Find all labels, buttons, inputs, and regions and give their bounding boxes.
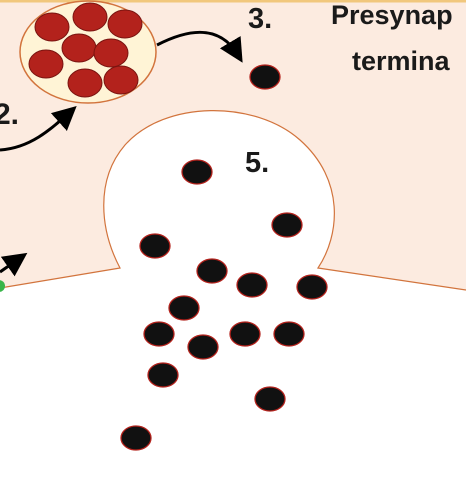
black-vesicle <box>143 321 175 347</box>
red-vesicle <box>67 68 103 98</box>
red-vesicle <box>28 49 64 79</box>
black-vesicle <box>296 274 328 300</box>
black-vesicle <box>236 272 268 298</box>
black-vesicle <box>196 258 228 284</box>
red-vesicle <box>61 33 97 63</box>
membrane-outline <box>0 110 466 291</box>
title-line-2: termina <box>352 46 451 76</box>
red-vesicle <box>107 9 143 39</box>
red-vesicle <box>34 12 70 42</box>
black-vesicle <box>254 386 286 412</box>
red-vesicle <box>93 38 129 68</box>
green-receptor <box>0 280 5 292</box>
black-vesicle <box>120 425 152 451</box>
black-vesicle <box>249 64 281 90</box>
step-3-label: 3. <box>248 3 272 35</box>
black-vesicle <box>229 321 261 347</box>
arrow-release <box>156 30 243 63</box>
step-2-label: 2. <box>0 98 19 131</box>
red-vesicle <box>72 2 108 32</box>
red-vesicle <box>103 65 139 95</box>
black-vesicle <box>147 362 179 388</box>
black-vesicle <box>181 159 213 185</box>
black-vesicle <box>139 233 171 259</box>
red-vesicles <box>28 2 143 98</box>
step-5-label: 5. <box>245 147 269 179</box>
arrow-lower-left <box>0 252 28 277</box>
black-vesicle <box>187 334 219 360</box>
arrow-into-sack <box>0 105 77 152</box>
black-vesicle <box>271 212 303 238</box>
black-vesicle <box>273 321 305 347</box>
black-vesicles <box>120 64 328 451</box>
title-line-1: Presynap <box>331 0 453 30</box>
black-vesicle <box>168 295 200 321</box>
